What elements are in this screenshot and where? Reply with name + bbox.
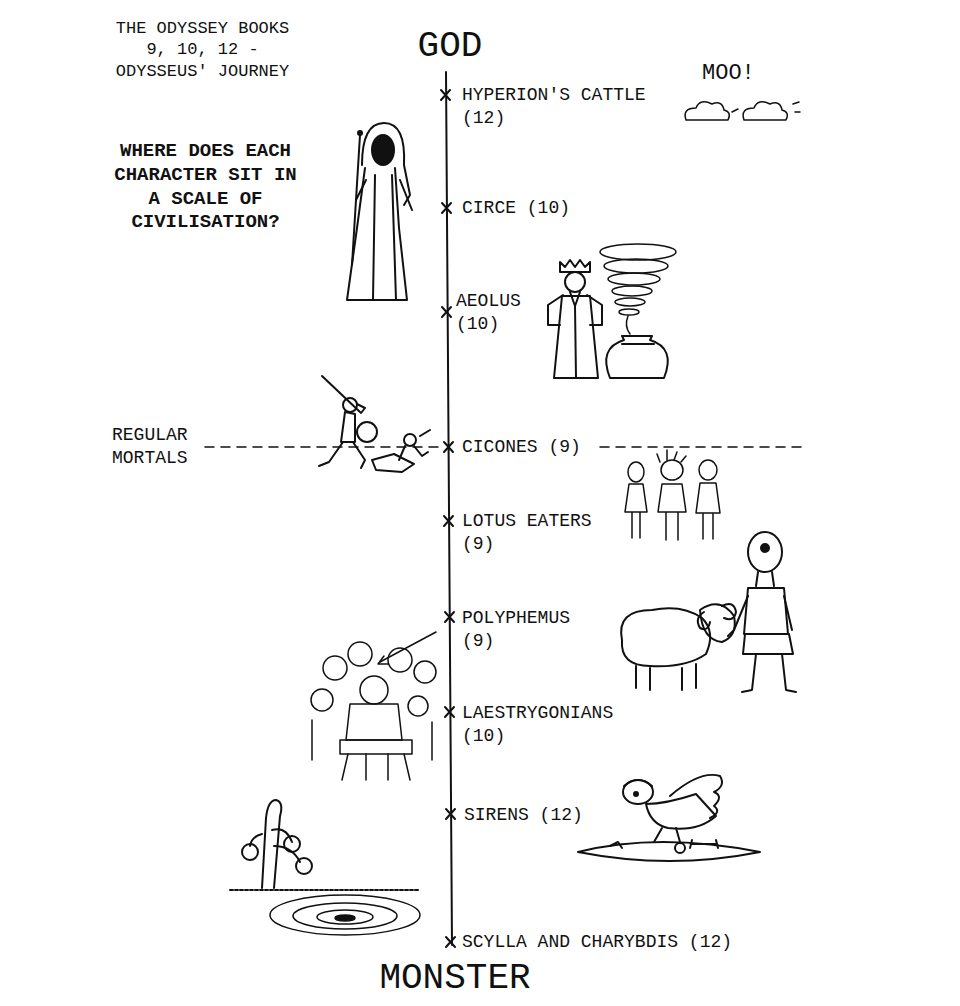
axis-label: CIRCE (10) xyxy=(462,197,682,220)
battle-figures xyxy=(319,376,430,472)
axis-label: LAESTRYGONIANS (10) xyxy=(462,702,640,747)
question-note: WHERE DOES EACH CHARACTER SIT IN A SCALE… xyxy=(108,140,303,235)
tornado xyxy=(600,244,676,334)
mortal-label: REGULAR MORTALS xyxy=(112,424,212,469)
sound-effect: MOO! xyxy=(702,60,755,88)
axis-label: LOTUS EATERS (9) xyxy=(462,510,617,555)
axis-label: HYPERION'S CATTLE (12) xyxy=(462,84,677,129)
axis-marks xyxy=(441,90,455,947)
axis-label: SIRENS (12) xyxy=(464,804,664,827)
charybdis xyxy=(270,895,420,935)
scale-end: MONSTER xyxy=(330,956,580,1001)
axis-label: CICONES (9) xyxy=(462,436,662,459)
laestrygonians xyxy=(311,632,436,780)
scylla xyxy=(230,800,420,890)
siren-bird xyxy=(623,775,722,842)
axis-label: AEOLUS (10) xyxy=(456,290,546,335)
lotus-eaters xyxy=(625,450,720,540)
siren-island xyxy=(578,840,760,861)
circe-figure xyxy=(347,123,412,300)
clouds xyxy=(685,102,800,120)
diagram-title: THE ODYSSEY BOOKS 9, 10, 12 - ODYSSEUS' … xyxy=(110,18,295,82)
sheep xyxy=(621,604,736,690)
aeolus-figure xyxy=(548,260,602,378)
axis-label: SCYLLA AND CHARYBDIS (12) xyxy=(462,931,792,954)
axis-label: POLYPHEMUS (9) xyxy=(462,607,602,652)
scale-end: GOD xyxy=(380,24,520,69)
polyphemus-figure xyxy=(728,532,796,692)
wind-bag xyxy=(606,336,668,378)
